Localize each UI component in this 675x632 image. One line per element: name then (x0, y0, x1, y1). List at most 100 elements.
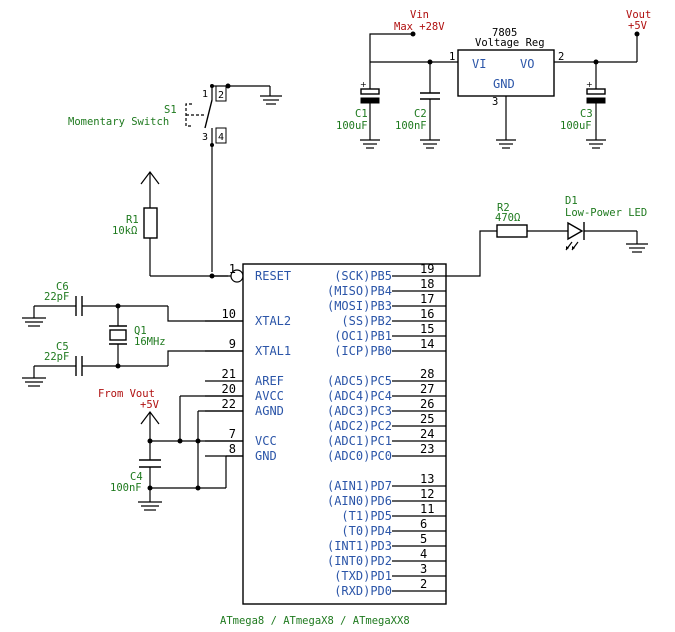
c6-name: C6 (56, 281, 69, 293)
pin-number: 12 (420, 487, 434, 501)
supply-value-label: +5V (140, 399, 160, 411)
pin-number: 4 (420, 547, 427, 561)
pin-number: 7 (229, 427, 236, 441)
c4-name: C4 (130, 471, 143, 483)
vout-value: +5V (628, 20, 648, 32)
pin-number: 1 (229, 262, 236, 276)
pin-number: 17 (420, 292, 434, 306)
power-input-section: Vin Max +28V + C1 100uF C2 100nF (336, 9, 651, 149)
pin-name: RESET (255, 269, 291, 283)
regulator-pin1: 1 (449, 51, 455, 63)
r1-name: R1 (126, 214, 139, 226)
vout-label: Vout (626, 9, 651, 21)
ground-icon (586, 139, 606, 149)
pin-name: XTAL1 (255, 344, 291, 358)
pin-name: (ADC2)PC2 (327, 419, 392, 433)
pin-name: (AIN0)PD6 (327, 494, 392, 508)
pin-number: 9 (229, 337, 236, 351)
vout-terminal (634, 31, 640, 37)
c3-value: 100uF (560, 120, 592, 132)
ground-icon (22, 317, 46, 327)
q1-name: Q1 (134, 325, 147, 337)
pin-number: 25 (420, 412, 434, 426)
pin-name: (ADC5)PC5 (327, 374, 392, 388)
pin-name: (T1)PD5 (341, 509, 392, 523)
ground-icon (22, 377, 46, 387)
pin-number: 23 (420, 442, 434, 456)
pin-number: 15 (420, 322, 434, 336)
pin-number: 11 (420, 502, 434, 516)
c2-value: 100nF (395, 120, 427, 132)
pin-name: (OC1)PB1 (334, 329, 392, 343)
voltage-regulator (457, 49, 555, 97)
pin-name: (AIN1)PD7 (327, 479, 392, 493)
ground-icon (496, 139, 516, 149)
regulator-pin3: 3 (492, 96, 498, 108)
capacitor-c4 (139, 459, 161, 502)
ground-icon (138, 501, 162, 511)
pin-number: 10 (222, 307, 236, 321)
pin-name: AVCC (255, 389, 284, 403)
capacitor-c6 (33, 296, 168, 318)
led-d1 (567, 221, 638, 244)
switch-pin1: 1 (202, 89, 208, 100)
pin-number: 24 (420, 427, 434, 441)
pin-name: AREF (255, 374, 284, 388)
ground-icon (420, 139, 440, 149)
pin-name: (MISO)PB4 (327, 284, 392, 298)
supply-from-label: From Vout (98, 388, 155, 400)
pin-number: 19 (420, 262, 434, 276)
regulator-name: Voltage Reg (475, 37, 545, 49)
pin-number: 22 (222, 397, 236, 411)
pin-name: (SS)PB2 (341, 314, 392, 328)
led-name: D1 (565, 195, 578, 207)
r2-value: 470Ω (495, 212, 520, 224)
pin-number: 13 (420, 472, 434, 486)
regulator-vo: VO (520, 57, 534, 71)
pin-name: (ICP)PB0 (334, 344, 392, 358)
pin-number: 27 (420, 382, 434, 396)
regulator-gnd: GND (493, 77, 515, 91)
c4-value: 100nF (110, 482, 142, 494)
c2-name: C2 (414, 108, 427, 120)
pin-number: 14 (420, 337, 434, 351)
pin-number: 16 (420, 307, 434, 321)
r1-value: 10kΩ (112, 225, 137, 237)
q1-value: 16MHz (134, 336, 166, 348)
pin-name: GND (255, 449, 277, 463)
regulator-pin2: 2 (558, 51, 564, 63)
resistor-r1 (140, 171, 228, 277)
switch-s1: 2 4 1 3 (185, 83, 271, 147)
c5-name: C5 (56, 341, 69, 353)
pin-name: (RXD)PD0 (334, 584, 392, 598)
pin-number: 20 (222, 382, 236, 396)
pin-number: 3 (420, 562, 427, 576)
c1-name: C1 (355, 108, 368, 120)
resistor-r2 (496, 224, 568, 238)
capacitor-c5 (33, 356, 168, 378)
crystal-q1 (109, 303, 127, 369)
pin-name: (SCK)PB5 (334, 269, 392, 283)
polarity-plus-icon: + (586, 80, 593, 89)
capacitor-c1: + (360, 62, 380, 140)
pin-number: 28 (420, 367, 434, 381)
pin-name: (ADC1)PC1 (327, 434, 392, 448)
pin-name: AGND (255, 404, 284, 418)
ground-icon (360, 139, 380, 149)
chip-caption: ATmega8 / ATmegaX8 / ATmegaXX8 (220, 615, 410, 627)
regulator-part: 7805 (492, 27, 517, 39)
regulator-vi: VI (472, 57, 486, 71)
pin-name: VCC (255, 434, 277, 448)
switch-name: S1 (164, 104, 177, 116)
pin-name: (INT1)PD3 (327, 539, 392, 553)
vin-label: Vin (410, 9, 429, 21)
led-desc: Low-Power LED (565, 207, 647, 219)
pin-number: 5 (420, 532, 427, 546)
vin-max-label: Max +28V (394, 21, 445, 33)
c6-value: 22pF (44, 291, 69, 303)
pin-name: (ADC3)PC3 (327, 404, 392, 418)
pin-name: XTAL2 (255, 314, 291, 328)
ground-icon (260, 95, 282, 105)
